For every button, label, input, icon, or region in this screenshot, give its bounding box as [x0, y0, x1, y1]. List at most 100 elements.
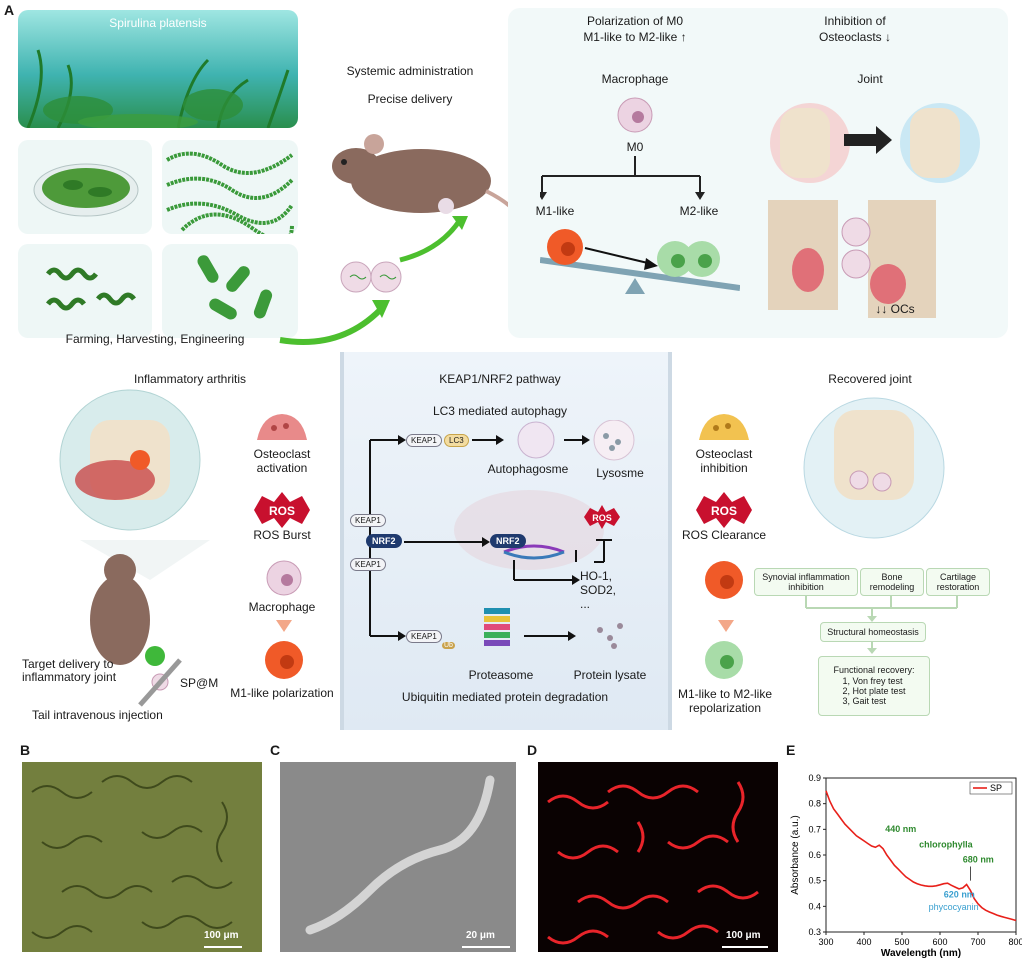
- m2-like-label: M2-like: [679, 204, 719, 218]
- scalebar-b: [204, 946, 242, 948]
- m0-macrophage-icon: [617, 97, 653, 133]
- annotation-phycocyanin: phycocyanin: [929, 902, 979, 912]
- micrograph-b: [22, 762, 262, 952]
- pathway-title: KEAP1/NRF2 pathway: [439, 372, 561, 386]
- polarization-tree: [540, 156, 740, 294]
- osteoclast-inhibited-icon: [699, 414, 749, 440]
- farming-label: Farming, Harvesting, Engineering: [65, 332, 245, 346]
- delivery-arrow: [279, 216, 468, 345]
- recovered-title: Recovered joint: [828, 372, 912, 386]
- y-tick-label: 0.7: [808, 824, 821, 834]
- x-axis-label: Wavelength (nm): [881, 948, 961, 958]
- chart-frame: [825, 777, 1017, 933]
- bone-remodeling-text: Bone remodeling: [869, 571, 915, 592]
- ub-tag: Ub: [442, 642, 455, 649]
- polarization-title: Polarization of M0: [586, 14, 684, 28]
- annotation-chlorophylla: chlorophylla: [919, 839, 974, 849]
- panel-letter-d: D: [527, 742, 538, 758]
- keap1-tag-top: KEAP1: [406, 434, 442, 447]
- inhibition-subtitle: Osteoclasts ↓: [818, 30, 892, 44]
- m1-polarized-icon: [265, 641, 303, 679]
- ros-badge-text: ROS: [269, 504, 295, 518]
- recovered-joint-illustration: [803, 397, 945, 539]
- down-arrow-icon-2: [718, 620, 734, 632]
- inhibition-title: Inhibition of: [824, 14, 886, 28]
- spm-particles: [340, 261, 402, 293]
- scale-text-d: 100 μm: [726, 930, 761, 941]
- macrophage-label: Macrophage: [601, 72, 669, 86]
- lc3-autophagy-title: LC3 mediated autophagy: [432, 404, 568, 418]
- autophagosome-label: Autophagosme: [487, 462, 569, 476]
- annotation-440nm: 440 nm: [885, 824, 916, 834]
- pathway-arrows: [369, 420, 635, 649]
- y-tick-label: 0.4: [808, 901, 821, 911]
- ros-clearance-badge: ROS: [696, 492, 752, 528]
- bone-remodeling-box: Bone remodeling: [860, 568, 924, 596]
- ros-clearance-text: ROS: [711, 504, 737, 518]
- inflamed-joint-illustration: [59, 389, 201, 531]
- osteoclast-activation-label: Osteoclast activation: [253, 447, 311, 475]
- series-line-SP: [825, 790, 1017, 922]
- recovery-flow-arrows: [805, 596, 958, 654]
- joint-label: Joint: [857, 72, 883, 86]
- functional-recovery-box: Functional recovery: 1, Von frey test 2,…: [818, 656, 930, 716]
- x-tick-label: 500: [894, 937, 909, 947]
- x-tick-label: 300: [818, 937, 833, 947]
- precise-delivery-label: Precise delivery: [367, 92, 453, 106]
- ros-burst-label: ROS Burst: [253, 528, 311, 542]
- target-delivery-label: Target delivery to inflammatory joint: [22, 657, 117, 685]
- x-tick-label: 600: [932, 937, 947, 947]
- functional-title: Functional recovery:: [833, 665, 915, 676]
- ubiquitin-degradation-title: Ubiquitin mediated protein degradation: [401, 690, 609, 704]
- structural-homeostasis-box: Structural homeostasis: [820, 622, 926, 642]
- proteasome-label: Proteasome: [468, 668, 534, 682]
- annotation-620nm: 620 nm: [944, 889, 975, 899]
- polarization-subtitle: M1-like to M2-like ↑: [583, 30, 687, 44]
- scalebar-c: [462, 946, 510, 948]
- m0-label: M0: [626, 140, 644, 154]
- micrograph-d: [538, 762, 778, 952]
- y-tick-label: 0.5: [808, 876, 821, 886]
- y-tick-label: 0.8: [808, 799, 821, 809]
- lc3-tag: LC3: [444, 434, 469, 447]
- micrograph-c: [280, 762, 516, 952]
- ho1-sod2-label: HO-1, SOD2, ...: [580, 569, 617, 611]
- spirulina-pond-image: [18, 10, 298, 128]
- structural-homeostasis-text: Structural homeostasis: [827, 626, 919, 637]
- synovial-box: Synovial inflammation inhibition: [754, 568, 858, 596]
- keap1-tag-bottom: KEAP1: [406, 630, 442, 643]
- functional-items: 1, Von frey test 2, Hot plate test 3, Ga…: [842, 675, 906, 707]
- osteoclast-active-icon: [257, 414, 307, 440]
- ocs-label: ↓↓ OCs: [875, 302, 915, 316]
- lysosome-label: Lysosme: [596, 466, 644, 480]
- legend-box: [969, 781, 1013, 795]
- y-tick-label: 0.9: [808, 773, 821, 783]
- keap1-tag-left: KEAP1: [350, 514, 386, 527]
- ros-burst-badge: ROS: [254, 492, 310, 528]
- m1-like-label: M1-like: [535, 204, 575, 218]
- mouse-injection-illustration: [80, 540, 210, 707]
- m2-repolarized-icon: [705, 641, 743, 679]
- m2-macrophage-icon: [657, 241, 720, 277]
- x-tick-label: 700: [970, 937, 985, 947]
- nrf2-tag-nucleus: NRF2: [490, 534, 526, 548]
- m1-macrophage-icon: [547, 229, 583, 265]
- spm-label: SP@M: [180, 676, 219, 690]
- ros-small-text: ROS: [592, 513, 612, 523]
- ros-clearance-label: ROS Clearance: [681, 528, 767, 542]
- macrophage-label-2: Macrophage: [248, 600, 316, 614]
- petri-dish-image: [18, 140, 152, 234]
- down-arrow-icon: [276, 620, 292, 632]
- osteoclast-inhibition-illustration: [768, 200, 936, 318]
- x-tick-label: 800: [1008, 937, 1022, 947]
- spirulina-title: Spirulina platensis: [109, 16, 207, 30]
- y-tick-label: 0.6: [808, 850, 821, 860]
- panel-letter-c: C: [270, 742, 281, 758]
- annotation-680nm: 680 nm: [963, 855, 994, 865]
- legend-label: SP: [990, 783, 1002, 793]
- spiral-spirulina-image: [18, 244, 152, 338]
- m1-repolarize-icon: [705, 561, 743, 599]
- m1-polarization-label: M1-like polarization: [230, 686, 334, 700]
- ros-small-badge: ROS: [584, 505, 620, 529]
